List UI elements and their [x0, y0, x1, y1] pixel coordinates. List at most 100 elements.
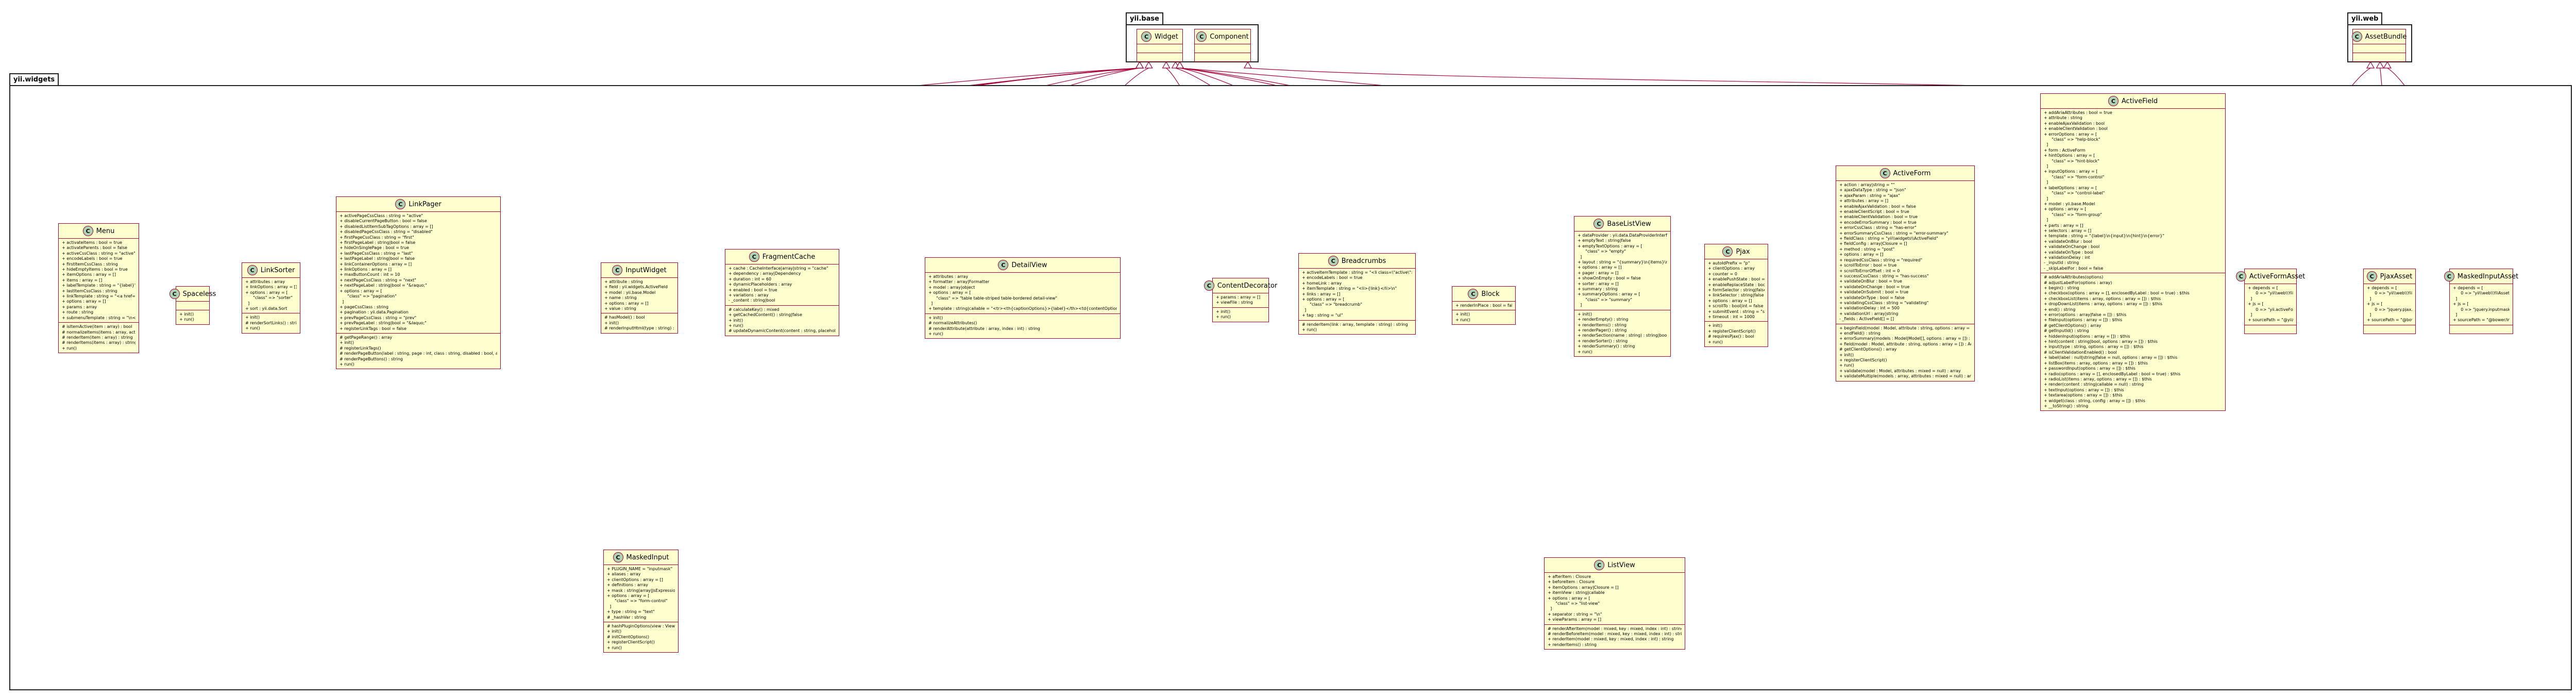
- class-field: + viewFile : string: [1216, 300, 1253, 305]
- class-field: ]: [2248, 312, 2252, 318]
- class-field: + options : array = []: [1839, 252, 1884, 257]
- class-name: Spaceless: [182, 290, 216, 298]
- class-field: + enableClientValidation : bool: [2044, 126, 2108, 131]
- class-method: + listBox(items : array, options : array…: [2044, 360, 2148, 366]
- class-fields: + afterItem : Closure+ beforeItem : Clos…: [1545, 573, 1685, 625]
- class-method: + label(label : null|string|false = null…: [2044, 355, 2178, 360]
- class-field: + model : yii.base.Model: [604, 290, 656, 295]
- class-field: + errorSummaryCssClass : string = "error…: [1839, 230, 1948, 236]
- class-field: + attributes : array: [928, 274, 969, 279]
- class-field: + variations : array: [728, 293, 769, 298]
- class-name: ContentDecorator: [1217, 281, 1278, 290]
- class-field: + sorter : array = []: [1578, 281, 1619, 286]
- class-field: + viewParams : array = []: [1548, 617, 1601, 622]
- class-field: + options : array = []: [604, 301, 649, 306]
- class-field: + encodeLabels : bool = true: [62, 256, 123, 261]
- class-field: + emptyTextOptions : array = [: [1578, 243, 1642, 248]
- class-fields: + depends = [ 0 => "yii\\web\\YiiAsset" …: [2450, 284, 2513, 325]
- class-field: + linkContainerOptions : array = []: [340, 261, 412, 267]
- class-method: + passwordInput(options : array = []) : …: [2044, 366, 2136, 371]
- class-field: + options : array = []: [1578, 265, 1622, 270]
- class-method: + run(): [62, 345, 77, 351]
- class-field: + disabledPageCssClass : string = "disab…: [340, 229, 433, 235]
- class-method: + field(model : Model, attribute : strin…: [1839, 341, 1971, 346]
- class-fields: + attributes : array+ linkOptions : arra…: [242, 278, 300, 314]
- package-tab-yii-base: yii.base: [1126, 12, 1163, 26]
- class-field: + emptyText : string|false: [1578, 238, 1631, 243]
- class-method: + __toString() : string: [2044, 403, 2089, 408]
- class-field: + summary : string: [1578, 287, 1618, 292]
- class-field: + parts : array = []: [2044, 223, 2083, 228]
- class-method: + init(): [607, 629, 622, 634]
- class-field: "class" => "breadcrumb": [1302, 302, 1363, 307]
- class-method: # renderBeforeItem(model : mixed, key : …: [1548, 632, 1682, 637]
- class-field: + activePageCssClass : string = "active": [340, 213, 423, 218]
- class-methods: + init()+ run(): [1213, 308, 1268, 322]
- class-method: # renderPageButton(label : string, page …: [340, 351, 497, 356]
- class-method: + renderItems() : string: [1548, 642, 1597, 647]
- class-field: + PLUGIN_NAME = "inputmask": [607, 567, 673, 571]
- class-name: ActiveField: [2121, 97, 2158, 105]
- class-method: + renderItems() : string: [1578, 322, 1627, 327]
- class-method: # hashPluginOptions(view : View): [607, 624, 675, 629]
- class-field: + afterItem : Closure: [1548, 574, 1591, 579]
- class-methods: # isItemActive(item : array) : bool# nor…: [59, 323, 139, 353]
- class-field: + template : string|callable = "<tr><th{…: [928, 306, 1117, 311]
- class-field: + formSelector : string|false: [1708, 288, 1765, 293]
- class-methods: [2364, 325, 2415, 334]
- class-name: Widget: [1155, 32, 1178, 41]
- class-field: ]: [2044, 180, 2048, 185]
- class-field: + addAriaAttributes : bool = true: [2044, 110, 2112, 115]
- class-fields: [176, 302, 209, 310]
- class-method: # requiresPjax() : bool: [1708, 334, 1754, 339]
- class-method: + init(): [1216, 309, 1231, 314]
- class-type-icon: C: [2351, 31, 2362, 42]
- class-field: + activateItems : bool = true: [62, 240, 123, 245]
- class-methods: + init()# normalizeAttributes()# renderA…: [925, 314, 1120, 339]
- class-field: ]: [1548, 606, 1552, 611]
- class-field: + js = [: [2367, 302, 2383, 307]
- class-field: + attribute : string: [604, 279, 643, 284]
- class-name: DetailView: [1011, 261, 1047, 269]
- class-field: + options : array = [: [2044, 207, 2087, 212]
- class-fields: + attribute : string+ field : yii.widget…: [601, 278, 677, 314]
- class-methods: + init()+ run(): [176, 310, 209, 324]
- class-field: + timeout : int = 1000: [1708, 314, 1755, 320]
- class-field: "class" => "pagination": [340, 294, 397, 299]
- class-fields: + activeItemTemplate : string = "<li cla…: [1299, 269, 1415, 321]
- class-method: + init(): [1455, 312, 1470, 317]
- class-type-icon: C: [1204, 280, 1214, 291]
- class-methods: + init()# renderSortLinks() : string+ ru…: [242, 313, 300, 333]
- class-field: "class" => "empty": [1578, 249, 1626, 254]
- class-field: + firstPageCssClass : string = "first": [340, 235, 414, 240]
- class-field: 0 => "yii\\web\\YiiAsset": [2375, 291, 2412, 296]
- class-field: + links : array = []: [1302, 291, 1341, 296]
- class-field: + method : string = "post": [1839, 246, 1895, 252]
- class-method: # hasModel() : bool: [604, 315, 645, 320]
- class-field: ]: [2367, 296, 2371, 301]
- class-field: + errorCssClass : string = "has-error": [1839, 225, 1917, 230]
- class-method: + init(): [340, 340, 354, 345]
- class-method: + hiddenInput(options : array = []) : $t…: [2044, 334, 2130, 339]
- class-field: + enablePushState : bool = true: [1708, 277, 1765, 282]
- class-method: + run(): [1302, 327, 1317, 333]
- class-type-icon: C: [2444, 271, 2454, 281]
- class-field: + submenuTemplate : string = "\n<ul>\n{i…: [62, 315, 135, 320]
- class-method: + checkbox(options : array = [], enclose…: [2044, 291, 2190, 296]
- class-field: + field : yii.widgets.ActiveField: [604, 285, 668, 290]
- class-field: + route : string: [62, 310, 94, 315]
